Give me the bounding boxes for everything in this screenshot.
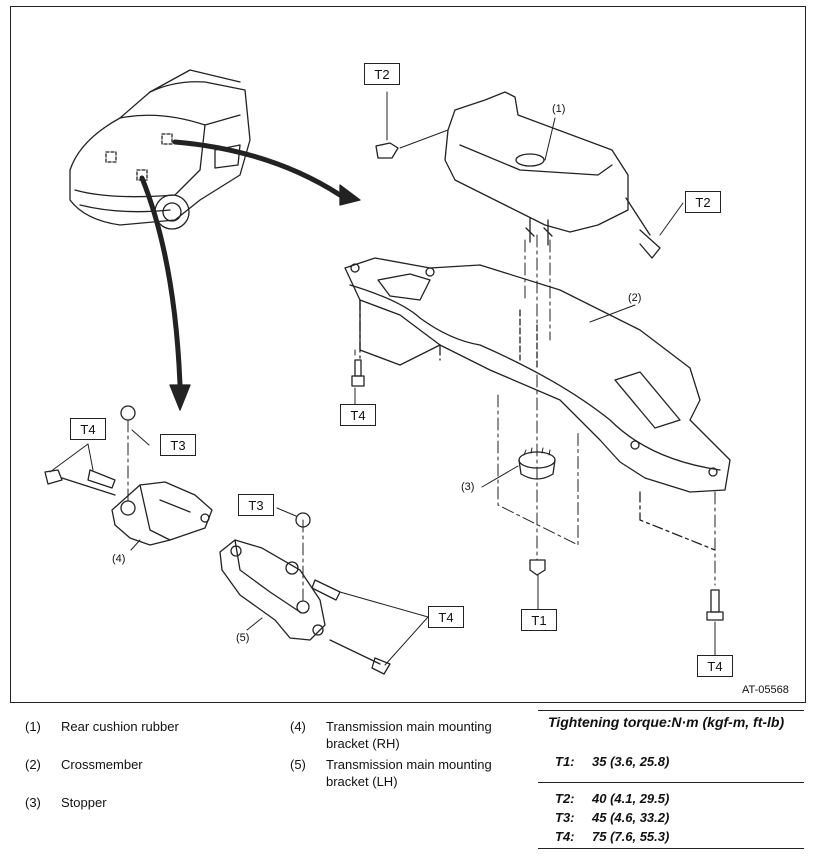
rear-cushion-rubber-drawing	[375, 91, 661, 259]
torque-row-t3: T3: 45 (4.6, 33.2)	[555, 810, 669, 825]
figure-code: AT-05568	[742, 684, 789, 696]
torque-value: 45 (4.6, 33.2)	[592, 810, 670, 825]
legend-number: (2)	[25, 757, 41, 772]
vehicle-sketch	[69, 69, 251, 230]
leader-lines	[49, 91, 716, 666]
tag-t4-bottom-right: T4	[697, 655, 733, 677]
callout-5: (5)	[236, 632, 250, 644]
rh-bracket-drawing	[111, 481, 213, 546]
legend-text: Crossmember	[61, 757, 143, 772]
torque-key: T4:	[555, 829, 575, 844]
torque-row-t4: T4: 75 (7.6, 55.3)	[555, 829, 669, 844]
guide-lines	[127, 234, 716, 601]
tag-t1: T1	[521, 609, 557, 631]
torque-row-t1: T1: 35 (3.6, 25.8)	[555, 754, 669, 769]
tag-t2-right: T2	[685, 191, 721, 213]
torque-value: 75 (7.6, 55.3)	[592, 829, 670, 844]
legend-text: Transmission main mounting bracket (LH)	[326, 757, 492, 789]
legend-text: Rear cushion rubber	[61, 719, 179, 734]
tag-t3-rh: T3	[160, 434, 196, 456]
legend-number: (5)	[290, 757, 306, 772]
tag-t4-rh: T4	[70, 418, 106, 440]
torque-rule-bottom	[538, 848, 804, 849]
torque-row-t2: T2: 40 (4.1, 29.5)	[555, 791, 669, 806]
torque-key: T2:	[555, 791, 575, 806]
tag-t4-crossmember: T4	[340, 404, 376, 426]
stopper-drawing	[518, 447, 556, 480]
diagram-frame	[10, 6, 806, 703]
torque-title: Tightening torque:N·m (kgf-m, ft-lb)	[548, 714, 785, 730]
fasteners	[44, 359, 724, 675]
torque-key: T1:	[555, 754, 575, 769]
lh-bracket-drawing	[219, 539, 326, 641]
callout-3: (3)	[461, 481, 475, 493]
torque-key: T3:	[555, 810, 575, 825]
exploded-view-drawing	[44, 69, 731, 675]
tag-t2-top: T2	[364, 63, 400, 85]
legend-text: Stopper	[61, 795, 107, 810]
legend-number: (4)	[290, 719, 306, 734]
callout-1: (1)	[552, 103, 566, 115]
callout-2: (2)	[628, 292, 642, 304]
callout-4: (4)	[112, 553, 126, 565]
pointer-arrows	[139, 139, 361, 411]
crossmember-drawing	[344, 257, 731, 551]
legend-number: (3)	[25, 795, 41, 810]
tag-t4-lh: T4	[428, 606, 464, 628]
torque-value: 35 (3.6, 25.8)	[592, 754, 670, 769]
tag-t3-lh: T3	[238, 494, 274, 516]
legend-number: (1)	[25, 719, 41, 734]
legend-text: Transmission main mounting bracket (RH)	[326, 719, 492, 751]
torque-rule-mid	[538, 782, 804, 783]
torque-value: 40 (4.1, 29.5)	[592, 791, 670, 806]
torque-rule-top	[538, 710, 804, 711]
